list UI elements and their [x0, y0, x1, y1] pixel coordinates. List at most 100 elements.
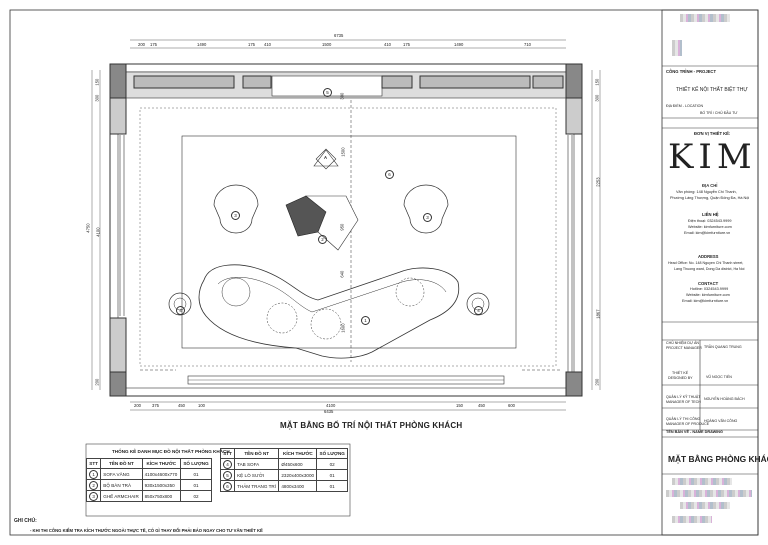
schedule-table-right: STT TÊN ĐỒ NT KÍCH THƯỚC SỐ LƯỢNG 4 TAB …	[219, 448, 348, 492]
drawing-title: MẶT BẰNG BỐ TRÍ NỘI THẤT PHÒNG KHÁCH	[280, 421, 463, 430]
dim-top-2: 175	[150, 42, 157, 47]
dim-right-5: 200	[594, 378, 600, 386]
dim-top-9: 1490	[454, 42, 464, 47]
col-size: KÍCH THƯỚC	[141, 458, 182, 469]
callout-3b: 3	[423, 207, 432, 223]
callout-3a: 3	[231, 205, 240, 221]
dim-left-1: 150	[94, 78, 100, 86]
role-3-label: QUẢN LÝ KỸ THUẬT	[666, 395, 701, 399]
drawing-name-label: TÊN BẢN VẼ - NAME DRAWING	[666, 430, 723, 434]
dim-bottom-3: 450	[178, 403, 185, 408]
table-row: 6 THẢM TRANG TRÍ 4800x3400 01	[219, 480, 348, 492]
dim-right-2: 300	[594, 94, 600, 102]
callout-4b: 4	[474, 300, 483, 316]
drawing-name: MẶT BẰNG PHÒNG KHÁCH	[668, 454, 768, 464]
contact-en-head: CONTACT	[698, 281, 719, 286]
company-logo: KIM	[668, 137, 757, 177]
dim-top-6: 1500	[322, 42, 332, 47]
dim-center-3: 950	[339, 223, 345, 231]
dim-bottom-6: 150	[456, 403, 463, 408]
row-qty: 01	[316, 469, 348, 481]
notes-line-1: - KHI THI CÔNG KIỂM TRA KÍCH THƯỚC NGOÀI…	[30, 528, 263, 533]
address-en-line-1: Head Office: No. 148 Nguyen Chi Thanh st…	[668, 261, 744, 265]
row-name: BỘ BÀN TRÀ	[100, 479, 143, 491]
role-3-sub: MANAGER OF TECH	[666, 400, 701, 404]
row-size: 4800x3400	[278, 480, 318, 492]
dim-top-10: 710	[524, 42, 531, 47]
dim-center-4: 640	[339, 270, 345, 278]
callout-6: 6	[385, 164, 394, 180]
table-row: 3 GHẾ ARMCHAIR 850x750x800 02	[85, 490, 212, 502]
callout-4a: 4	[176, 300, 185, 316]
role-4-label: QUẢN LÝ THI CÔNG	[666, 417, 701, 421]
col-qty: SỐ LƯỢNG	[316, 448, 348, 459]
address-en-line-2: Lang Thuong ward, Dong Da district, Ha N…	[674, 267, 745, 271]
row-qty: 01	[180, 468, 212, 480]
contact-line-1: Điện thoại: 0324543.9999	[688, 219, 732, 223]
role-1-sub: PROJECT MANAGER	[666, 346, 702, 350]
table-row: 5 KỆ LÒ SƯỞI 2320x400x3000 01	[219, 469, 348, 481]
row-no: 5	[223, 470, 233, 480]
row-size: Ø450x600	[278, 458, 318, 470]
table-row: 4 TAB SOFA Ø450x600 02	[219, 458, 348, 470]
schedule-table-left: STT TÊN ĐỒ NT KÍCH THƯỚC SỐ LƯỢNG 1 SOFA…	[85, 458, 212, 502]
callout-2: 2	[318, 229, 327, 245]
role-2-name: VŨ NGỌC TIẾN	[706, 375, 732, 379]
dim-top-7: 410	[384, 42, 391, 47]
dim-center-1: 300	[339, 92, 345, 100]
section-marker-label: A	[324, 155, 328, 160]
col-name: TÊN ĐỒ NT	[100, 458, 143, 469]
schedule-title: THỐNG KÊ DANH MỤC ĐỒ NỘI THẤT PHÒNG KHÁC…	[112, 449, 230, 454]
row-size: 850x750x800	[141, 490, 182, 502]
client-label: BỐ TRÍ / CHỦ ĐẦU TƯ	[700, 111, 738, 115]
contact-en-line-3: Email: kim@kimfurniture.vn	[682, 299, 729, 303]
role-1-label: CHỦ NHIỆM DỰ ÁN	[666, 341, 700, 345]
dim-right-4: 1867	[595, 309, 601, 319]
dim-bottom-total: 6435	[324, 409, 334, 414]
col-name: TÊN ĐỒ NT	[234, 448, 280, 459]
row-no: 2	[89, 480, 99, 490]
row-name: THẢM TRANG TRÍ	[234, 480, 280, 492]
row-name: SOFA VĂNG	[100, 468, 143, 480]
row-qty: 01	[180, 479, 212, 491]
dim-top-5: 410	[264, 42, 271, 47]
row-qty: 02	[180, 490, 212, 502]
contact-line-3: Email: kim@kimfurniture.vn	[684, 231, 731, 235]
address-head: ĐỊA CHỈ	[702, 183, 718, 188]
callout-1: 1	[361, 310, 370, 326]
dim-bottom-1: 200	[134, 403, 141, 408]
table-row: 1 SOFA VĂNG 4100x4600x770 01	[85, 468, 212, 480]
redacted-row-4	[672, 516, 712, 523]
role-4-sub: MANAGER OF PRODUCE	[666, 422, 710, 426]
callout-5: 5	[323, 82, 332, 98]
contact-en-line-2: Website: kimfurniture.com	[686, 293, 730, 297]
dim-bottom-7: 450	[478, 403, 485, 408]
row-name: GHẾ ARMCHAIR	[100, 490, 143, 502]
project-name: THIẾT KẾ NỘI THẤT BIỆT THỰ	[676, 87, 748, 93]
dim-center-2: 1500	[340, 147, 346, 157]
row-qty: 01	[316, 480, 348, 492]
role-3-name: NGUYỄN HOÀNG BÁCH	[704, 397, 745, 401]
dim-right-3: 2253	[595, 177, 601, 187]
redacted-stamp	[680, 14, 730, 22]
redacted-row-3	[680, 502, 730, 509]
table-row: 2 BỘ BÀN TRÀ 930x1500x350 01	[85, 479, 212, 491]
location-label: ĐỊA ĐIỂM - LOCATION	[666, 104, 704, 108]
address-line-2: Phường Láng Thượng, Quận Đống Đa, Hà Nội	[670, 196, 750, 200]
address-en-head: ADDRESS	[698, 254, 719, 259]
dim-top-8: 175	[403, 42, 410, 47]
role-2-label: THIẾT KẾ	[672, 371, 689, 375]
dim-top-total: 6735	[334, 33, 344, 38]
dim-center-5: 1600	[340, 323, 346, 333]
dim-top-3: 1490	[197, 42, 207, 47]
role-1-name: TRẦN QUANG TRUNG	[704, 345, 742, 349]
notes-heading: GHI CHÚ:	[14, 518, 37, 524]
floor-plan	[91, 39, 601, 411]
redacted-mark	[672, 40, 682, 56]
col-qty: SỐ LƯỢNG	[180, 458, 212, 469]
col-size: KÍCH THƯỚC	[278, 448, 318, 459]
title-block-lines	[662, 65, 758, 475]
dim-bottom-8: 600	[508, 403, 515, 408]
row-size: 2320x400x3000	[278, 469, 318, 481]
